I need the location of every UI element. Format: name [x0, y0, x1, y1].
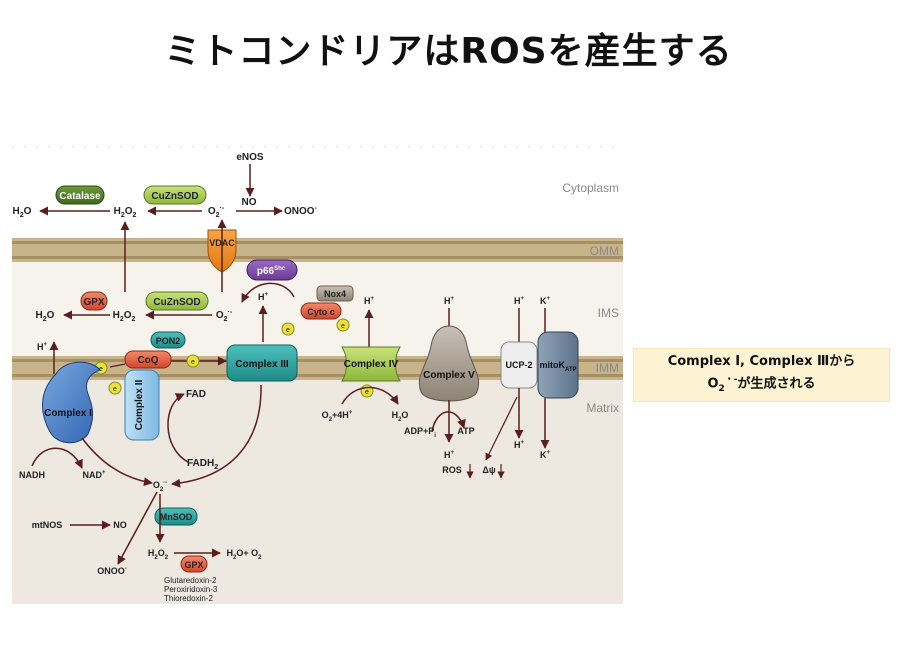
electron-c3-cytoc — [281, 322, 295, 336]
cytoplasm-label: Cytoplasm — [562, 181, 619, 195]
onoo-top-label: ONOO- — [284, 205, 318, 217]
enos-label: eNOS — [236, 152, 264, 163]
cytoc-label: Cyto c — [307, 307, 335, 317]
thioredoxin-label: Thioredoxin-2 — [164, 594, 213, 603]
svg-text:e: e — [191, 359, 195, 366]
electron-c2-coq — [108, 381, 122, 395]
hplus-c1-label: H+ — [37, 342, 48, 352]
no-matrix-label: NO — [113, 520, 127, 530]
electron-cytoc-c4 — [336, 318, 350, 332]
dpsi-label: Δψ — [482, 465, 495, 475]
electron-coq-c3 — [186, 354, 200, 368]
h2o-c4-label: H2O — [392, 410, 409, 423]
mitok-atp-channel — [537, 331, 579, 399]
mitochondria-ros-diagram: Cytoplasm OMM IMS IMM Matrix eNOS NO ONO… — [12, 142, 623, 604]
mtnos-label: mtNOS — [32, 520, 63, 530]
hplus-matrix-label: H+ — [444, 450, 455, 460]
h2o2-ims-label: H2O2 — [113, 310, 136, 323]
complex1-label: Complex I — [44, 408, 92, 419]
coq-protein — [124, 350, 172, 369]
matrix-label: Matrix — [586, 401, 619, 415]
mitok-label: mitoKATP — [539, 360, 576, 373]
o2-matrix-label: O2·- — [153, 480, 167, 493]
fad-label: FAD — [186, 389, 206, 400]
nox4-protein — [316, 285, 354, 302]
cuznsod-top-enzyme — [143, 185, 207, 205]
nadh-label: NADH — [19, 470, 45, 480]
h2o-o2-label: H2O+ O2 — [227, 548, 263, 561]
o2-ims-label: O2·- — [216, 309, 233, 323]
atp-label: ATP — [457, 426, 474, 436]
h2o2-matrix-label: H2O2 — [148, 548, 169, 561]
omm-label: OMM — [590, 244, 619, 258]
note-line2: O2・-が生成される — [707, 374, 816, 394]
no-top-label: NO — [242, 197, 257, 208]
o2-top-label: O2·- — [208, 205, 225, 219]
mnsod-label: MnSOD — [160, 512, 193, 522]
adp-label: ADP+Pi — [404, 426, 436, 439]
complex4-label: Complex IV — [344, 359, 399, 370]
kplus-bottom-label: K+ — [540, 450, 551, 460]
p66shc-label: p66Shc — [257, 266, 286, 277]
ims-label: IMS — [598, 306, 619, 320]
coq-label: CoQ — [137, 355, 158, 366]
glutaredoxin-label: Glutaredoxin-2 — [164, 576, 217, 585]
cuznsod-top-label: CuZnSOD — [151, 191, 198, 202]
gpx-ims-enzyme — [80, 291, 108, 311]
h2o-ims-label: H2O — [36, 310, 55, 323]
onoo-matrix-label: ONOO- — [97, 566, 127, 576]
fadh2-label: FADH2 — [187, 458, 218, 471]
hplus-ucp-label: H+ — [514, 296, 525, 306]
hplus-c3-label: H+ — [258, 292, 269, 302]
mnsod-enzyme — [154, 507, 198, 526]
complex-1 — [41, 361, 101, 444]
imm-label: IMM — [596, 361, 619, 375]
nox4-label: Nox4 — [324, 289, 346, 299]
complex-2 — [124, 369, 160, 441]
pon2-protein — [150, 331, 186, 349]
complex2-label: Complex II — [134, 380, 145, 431]
ucp2-label: UCP-2 — [505, 360, 532, 370]
note-line1: Complex Ⅰ, Complex Ⅲから — [667, 353, 856, 369]
peroxiredoxin-label: Peroxiridoxin-3 — [164, 585, 218, 594]
page-title: ミトコンドリアはROSを産生する — [164, 31, 733, 72]
o2-4h-label: O2+4H+ — [322, 410, 353, 423]
gpx-matrix-label: GPX — [184, 560, 203, 570]
svg-text:e: e — [99, 366, 103, 373]
hplus-ucp-bottom-label: H+ — [514, 440, 525, 450]
svg-text:e: e — [341, 323, 345, 330]
complex5-label: Complex V — [423, 370, 475, 381]
hplus-c4-label: H+ — [364, 296, 375, 306]
cuznsod-ims-label: CuZnSOD — [153, 297, 200, 308]
cuznsod-ims-enzyme — [145, 291, 209, 311]
gpx-ims-label: GPX — [83, 297, 104, 308]
catalase-label: Catalase — [59, 191, 101, 202]
hplus-c5-label: H+ — [444, 296, 455, 306]
h2o-top-label: H2O — [13, 206, 32, 219]
matrix-region — [12, 380, 623, 604]
kplus-top-label: K+ — [540, 296, 551, 306]
complex-4 — [341, 346, 401, 382]
nad-label: NAD+ — [82, 470, 106, 480]
complex-3 — [226, 344, 298, 382]
catalase-enzyme — [55, 185, 105, 205]
svg-text:e: e — [286, 327, 290, 334]
pon2-label: PON2 — [156, 336, 181, 346]
complex3-label: Complex III — [235, 359, 289, 370]
h2o2-top-label: H2O2 — [114, 206, 137, 219]
p66shc-protein — [246, 259, 298, 281]
gpx-matrix-enzyme — [180, 555, 208, 573]
svg-text:e: e — [365, 389, 369, 396]
ros-label: ROS — [442, 465, 462, 475]
svg-text:e: e — [113, 386, 117, 393]
callout-note: Complex Ⅰ, Complex Ⅲから O2・-が生成される — [633, 348, 890, 402]
cytoc-protein — [300, 302, 342, 320]
